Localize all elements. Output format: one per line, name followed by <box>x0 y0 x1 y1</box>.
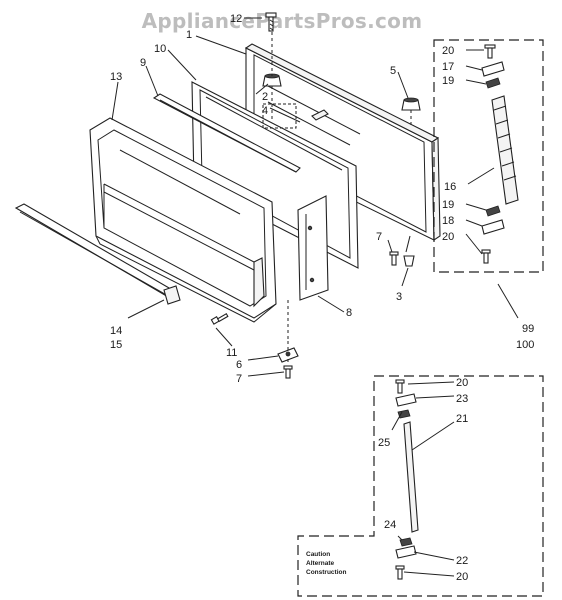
inset-hinge-bracket-bottom <box>481 205 505 235</box>
callout-23: 23 <box>456 393 468 405</box>
leader-lines <box>111 17 519 577</box>
callout-11: 11 <box>226 347 237 359</box>
alt-bracket-top <box>395 393 417 419</box>
callout-20-c: 20 <box>456 377 468 389</box>
callout-8: 8 <box>346 307 352 319</box>
callout-18: 18 <box>442 215 454 227</box>
callout-22: 22 <box>456 555 468 567</box>
callout-12: 12 <box>230 13 242 25</box>
callout-19-b: 19 <box>442 199 454 211</box>
callout-20-d: 20 <box>456 571 468 583</box>
callout-99: 99 <box>522 323 534 335</box>
inset-screw-bottom <box>481 249 491 264</box>
plug-button-5 <box>401 97 421 111</box>
screw-7-upper <box>389 251 399 266</box>
callout-4: 4 <box>262 105 268 117</box>
callout-16: 16 <box>444 181 456 193</box>
inset-hinge-bracket-top <box>481 61 505 89</box>
alt-screw-bottom <box>395 565 405 580</box>
callout-2: 2 <box>262 91 268 103</box>
callout-3: 3 <box>396 291 402 303</box>
callout-20-b: 20 <box>442 231 454 243</box>
breaker-bracket <box>297 195 329 301</box>
inset-screw-top <box>484 44 496 59</box>
callout-9: 9 <box>140 57 146 69</box>
hinge-inset-upper <box>433 39 544 273</box>
caption-line-3: Construction <box>306 569 346 576</box>
stop-bumper-3 <box>403 235 415 267</box>
caption-line-2: Alternate <box>306 560 335 567</box>
outer-door-panel <box>244 43 441 242</box>
callout-7-upper: 7 <box>376 231 382 243</box>
callout-24: 24 <box>384 519 396 531</box>
alt-hinge-rod <box>403 421 419 533</box>
callout-6: 6 <box>236 359 242 371</box>
guide-lines <box>271 32 412 362</box>
watermark: AppliancePartsPros.com <box>141 9 423 33</box>
callout-13: 13 <box>110 71 122 83</box>
plug-button-2 <box>262 73 282 87</box>
callout-14: 14 <box>110 325 122 337</box>
callout-1: 1 <box>186 29 192 41</box>
handle-trim <box>14 203 181 305</box>
callout-20-a: 20 <box>442 45 454 57</box>
callout-7-lower: 7 <box>236 373 242 385</box>
callout-19-a: 19 <box>442 75 454 87</box>
door-liner <box>89 117 277 323</box>
door-screw-12 <box>265 12 277 32</box>
callout-10: 10 <box>154 43 166 55</box>
callout-100: 100 <box>516 339 534 351</box>
screw-11 <box>210 313 229 325</box>
screw-7-lower <box>283 365 293 379</box>
callout-5: 5 <box>390 65 396 77</box>
alt-bracket-bottom <box>395 537 417 559</box>
caption-line-1: Caution <box>306 551 330 558</box>
callout-17: 17 <box>442 61 454 73</box>
callout-21: 21 <box>456 413 468 425</box>
hinge-inset-lower: Caution Alternate Construction <box>297 375 544 597</box>
callout-labels: 12 1 10 13 9 2 4 5 7 3 8 14 15 11 6 7 20… <box>110 13 534 583</box>
alt-screw-top <box>395 379 405 394</box>
callout-25: 25 <box>378 437 390 449</box>
callout-15: 15 <box>110 339 122 351</box>
label-tab-4 <box>262 103 329 129</box>
hinge-pin-bar <box>491 95 519 205</box>
